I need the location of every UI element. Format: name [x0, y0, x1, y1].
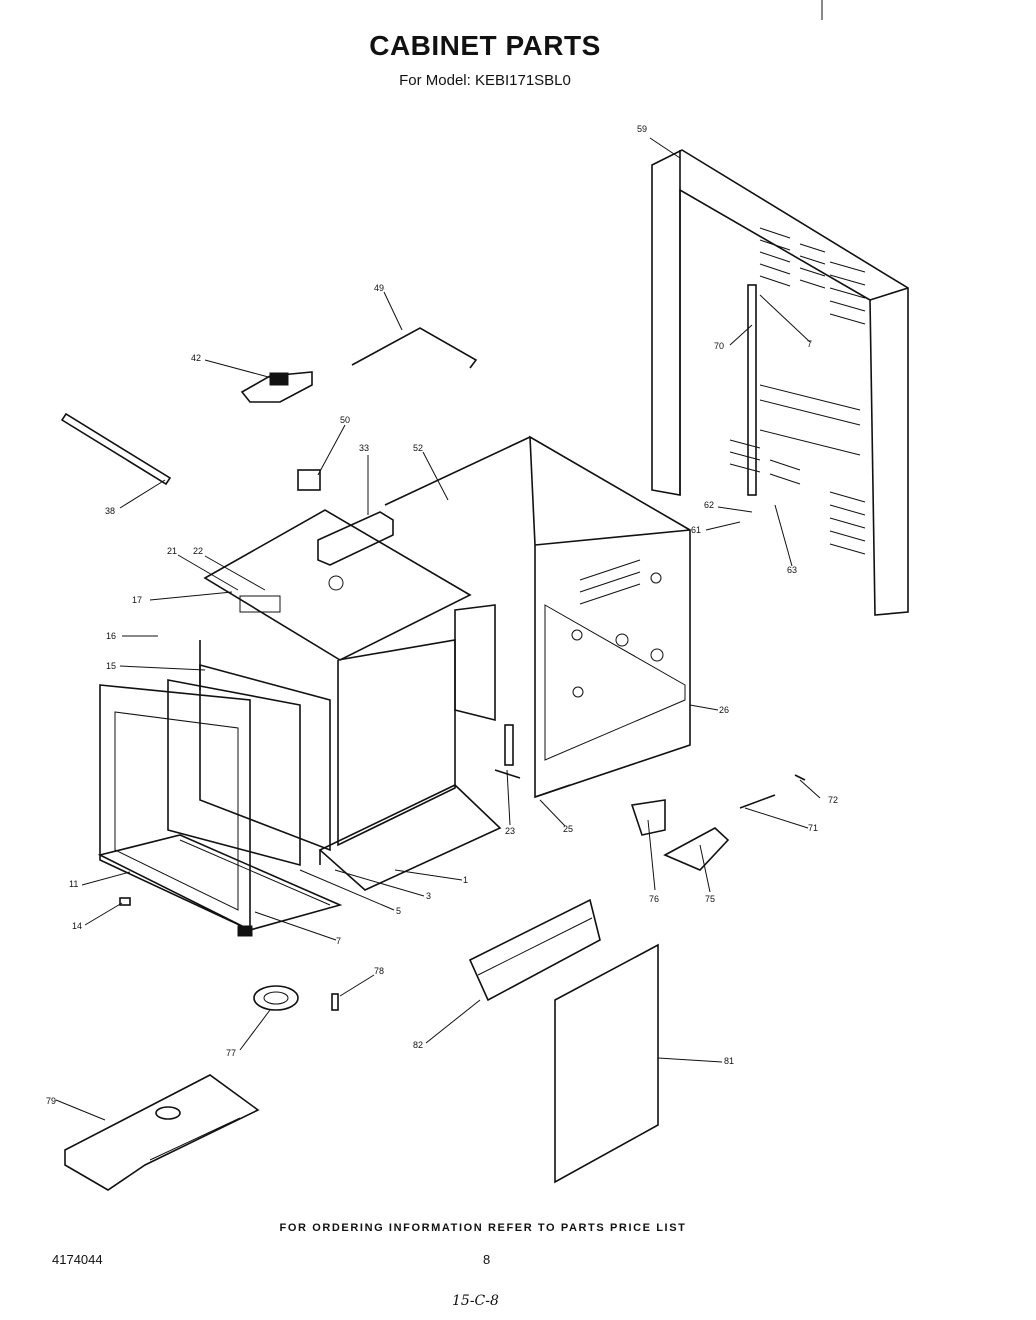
callout-22: 22	[193, 546, 203, 556]
callout-76: 76	[649, 894, 659, 904]
callout-52: 52	[413, 443, 423, 453]
part-78	[331, 993, 339, 1011]
callout-labels: 59 49 42 70 7 50 33 52 38 62 61 63 21 22…	[46, 124, 838, 1106]
door-frames	[97, 663, 343, 937]
document-number: 4174044	[52, 1252, 103, 1267]
callout-5: 5	[396, 906, 401, 916]
top-panel	[203, 509, 472, 661]
callout-21: 21	[167, 546, 177, 556]
leader-lines	[55, 137, 821, 1121]
callout-3: 3	[426, 891, 431, 901]
strip-38	[60, 412, 172, 486]
callout-7a: 7	[807, 339, 812, 349]
tube-49	[351, 327, 478, 369]
callout-1: 1	[463, 875, 468, 885]
callout-23: 23	[505, 826, 515, 836]
callout-59: 59	[637, 124, 647, 134]
callout-81: 81	[724, 1056, 734, 1066]
part-42	[240, 371, 313, 403]
ordering-footer: FOR ORDERING INFORMATION REFER TO PARTS …	[279, 1222, 687, 1234]
part-50	[297, 469, 321, 491]
page-title: CABINET PARTS	[369, 30, 601, 61]
callout-38: 38	[105, 506, 115, 516]
part-14	[119, 897, 131, 906]
handwritten-note: 15-C-8	[452, 1293, 499, 1309]
callout-49: 49	[374, 283, 384, 293]
callout-7b: 7	[336, 936, 341, 946]
part-77	[253, 985, 299, 1011]
callout-70: 70	[714, 341, 724, 351]
callout-33: 33	[359, 443, 369, 453]
part-81	[554, 943, 659, 1184]
callout-61: 61	[691, 525, 701, 535]
part-23	[504, 724, 514, 766]
callout-77: 77	[226, 1048, 236, 1058]
callout-63: 63	[787, 565, 797, 575]
callout-82: 82	[413, 1040, 423, 1050]
callout-75: 75	[705, 894, 715, 904]
callout-11: 11	[69, 879, 78, 889]
callout-17: 17	[132, 595, 142, 605]
part-82	[468, 898, 601, 1002]
callout-42: 42	[191, 353, 201, 363]
callout-62: 62	[704, 500, 714, 510]
callout-14: 14	[72, 921, 82, 931]
callout-78: 78	[374, 966, 384, 976]
callout-72: 72	[828, 795, 838, 805]
part-79	[64, 1074, 260, 1191]
callout-25: 25	[563, 824, 573, 834]
callout-16: 16	[106, 631, 116, 641]
hardware-71-76	[630, 774, 806, 871]
model-subtitle: For Model: KEBI171SBL0	[399, 72, 571, 89]
callout-50: 50	[340, 415, 350, 425]
callout-79: 79	[46, 1096, 56, 1106]
page-number: 8	[483, 1252, 491, 1267]
cabinet-wrapper	[384, 435, 691, 799]
callout-15: 15	[106, 661, 116, 671]
callout-71: 71	[808, 823, 818, 833]
oven-liner	[199, 604, 502, 891]
rear-panel-drawing	[651, 149, 909, 616]
callout-26: 26	[719, 705, 729, 715]
